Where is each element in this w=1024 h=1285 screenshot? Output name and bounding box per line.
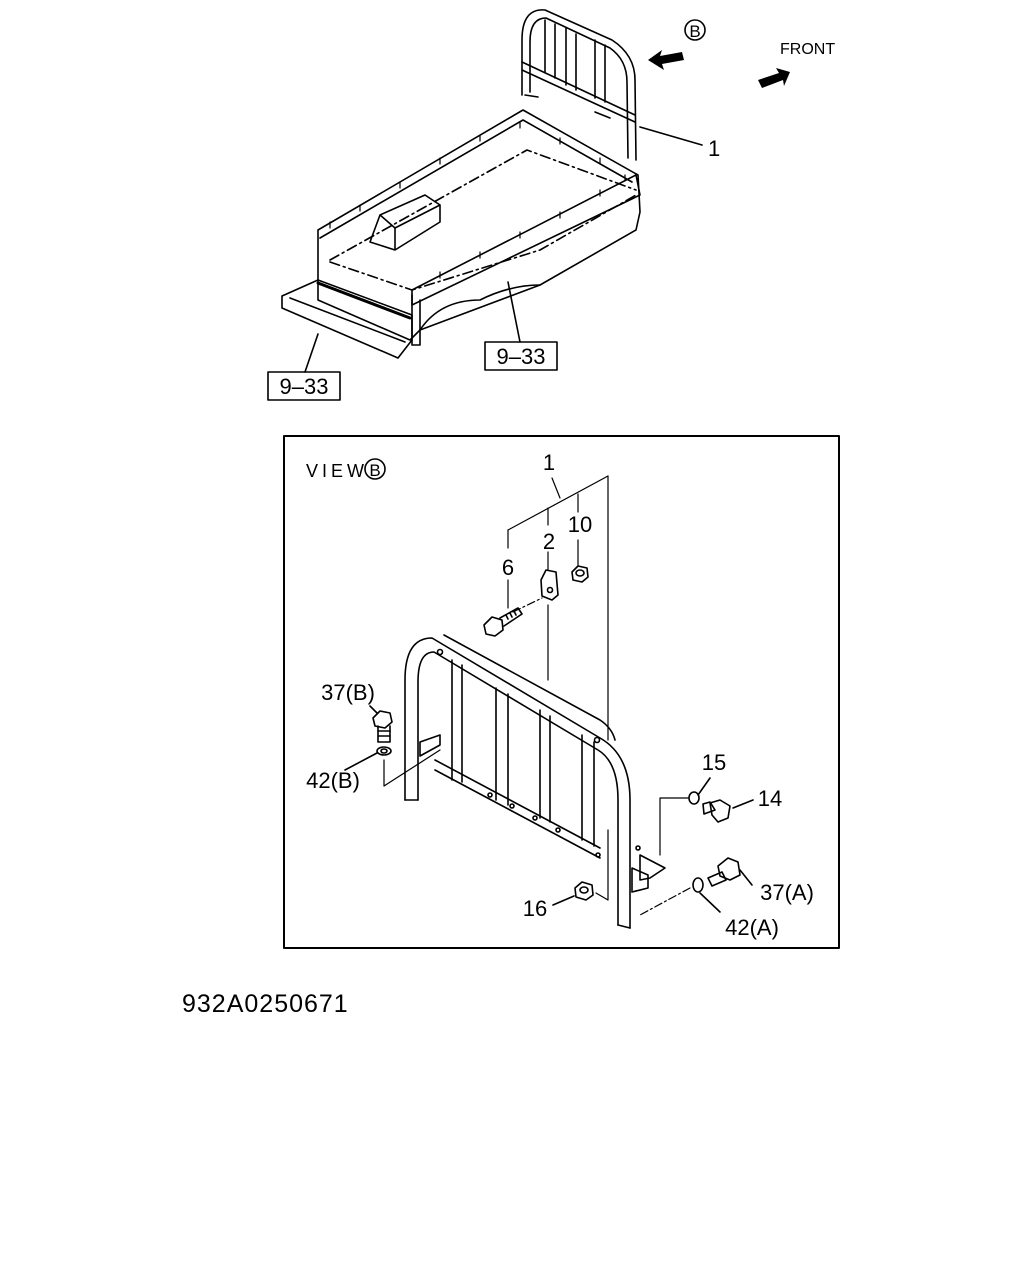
view-marker-label: B: [369, 461, 380, 480]
nut-10-icon: [571, 565, 589, 583]
view-b-marker-circle: [684, 19, 706, 41]
bed-right-fender: [419, 284, 541, 331]
bed-floor-line: [329, 149, 637, 261]
view-b-arrow: [648, 50, 684, 70]
leader-37b: [369, 705, 378, 714]
ref-right-label: 9–33: [497, 344, 546, 369]
leader-15-dash: [659, 797, 689, 856]
bolt-37b-icon: [372, 710, 393, 743]
front-arrow-icon: [758, 68, 790, 88]
nut-16-icon: [574, 881, 594, 901]
bed-rim-hooks: [329, 121, 626, 279]
part-15-label: 15: [702, 750, 726, 775]
tailgate-top-edge: [289, 297, 406, 343]
part-42b-label: 42(B): [306, 768, 360, 793]
leader-16-dash: [595, 829, 609, 901]
view-title: VIEW: [306, 461, 368, 481]
part-1-label: 1: [543, 450, 555, 475]
part-14-label: 14: [758, 786, 782, 811]
leader-42a-dash: [639, 887, 691, 916]
guard-leader-line: [639, 126, 703, 146]
leader-15: [697, 777, 711, 796]
part-6-label: 6: [502, 555, 514, 580]
part-10-label: 10: [568, 512, 592, 537]
document-id: 932A0250671: [182, 990, 349, 1018]
bolt-6-icon: [483, 607, 523, 637]
bed-toolbox: [369, 194, 441, 251]
view-b-marker-label: B: [689, 22, 700, 41]
head-guard-top: [521, 9, 637, 161]
ref-box-right: [484, 341, 558, 371]
part-37b-label: 37(B): [321, 680, 375, 705]
bed-floor-front: [329, 194, 637, 291]
ref-left-label: 9–33: [280, 374, 329, 399]
bolt-14-icon: [702, 799, 731, 823]
front-label: FRONT: [780, 41, 835, 58]
tailgate: [281, 279, 413, 359]
ref-right-leader: [507, 281, 521, 343]
leader-14: [732, 799, 754, 809]
washer-42b-icon: [376, 746, 392, 756]
leader-42b-dash: [383, 749, 441, 787]
tailgate-hinge: [316, 281, 412, 320]
truck-bed-drawing: B FRONT 1 9–33 9–33: [267, 9, 835, 401]
bolt-37a-icon: [707, 857, 741, 887]
part-42a-label: 42(A): [725, 915, 779, 940]
leader-16: [552, 895, 575, 906]
leader-42b: [344, 752, 378, 771]
washer-42a-icon: [692, 877, 704, 893]
view-b-frame: [283, 435, 840, 949]
guard-callout: 1: [708, 136, 720, 161]
washer-15-icon: [688, 791, 700, 805]
part-2-label: 2: [543, 529, 555, 554]
ref-left-leader: [304, 333, 319, 373]
leader-37a: [739, 869, 753, 886]
leader-42a: [699, 892, 721, 913]
bed-inner-left-rail: [319, 119, 633, 239]
head-guard-assembly: [404, 634, 666, 929]
part-37a-label: 37(A): [760, 880, 814, 905]
callout-bracket: [507, 475, 609, 741]
ref-box-left: [267, 371, 341, 401]
part-16-label: 16: [523, 896, 547, 921]
view-marker-circle: [364, 458, 386, 480]
bracket-2-icon: [540, 569, 559, 601]
bed-left-side: [317, 109, 641, 341]
